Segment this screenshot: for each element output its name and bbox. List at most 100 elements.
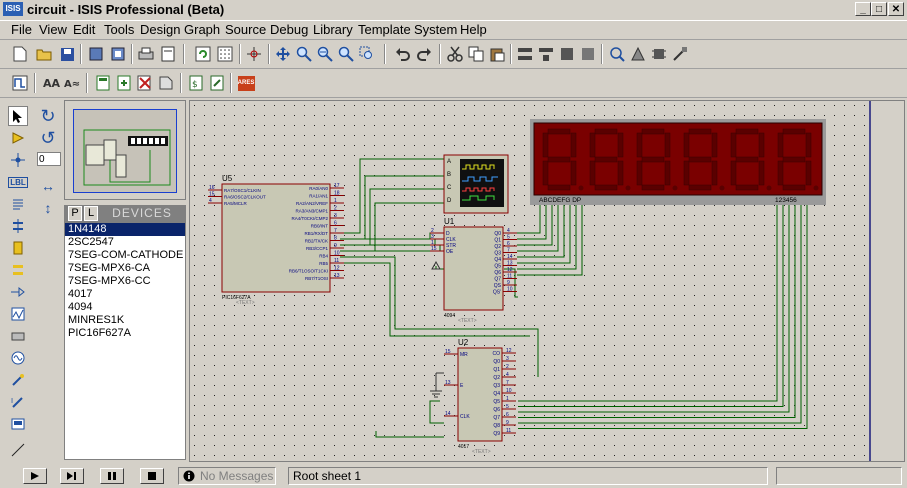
play-icon[interactable] xyxy=(23,468,47,484)
device-list-item[interactable]: 7SEG-COM-CATHODE xyxy=(68,249,184,261)
redo-icon[interactable] xyxy=(414,44,434,64)
block-move-icon[interactable] xyxy=(536,44,556,64)
menu-library[interactable]: Library xyxy=(313,22,353,37)
electrical-rules-icon[interactable]: $ xyxy=(186,73,206,93)
wire-segment[interactable] xyxy=(517,204,571,264)
search-tag-icon[interactable]: AA xyxy=(42,73,62,93)
step-icon[interactable] xyxy=(60,468,84,484)
rotate-clockwise-icon[interactable]: ↻ xyxy=(40,105,56,126)
device-list-item[interactable]: MINRES1K xyxy=(68,314,125,326)
menu-view[interactable]: View xyxy=(39,22,67,37)
terminals-icon[interactable] xyxy=(8,260,28,280)
rotate-anticlockwise-icon[interactable]: ↺ xyxy=(40,127,56,148)
device-list-item[interactable]: 1N4148 xyxy=(65,223,185,236)
message-panel[interactable]: No Messages xyxy=(178,467,276,485)
decompose-icon[interactable] xyxy=(649,44,669,64)
save-icon[interactable] xyxy=(57,44,77,64)
property-assign-icon[interactable]: A≈ xyxy=(63,73,83,93)
device-pins-icon[interactable] xyxy=(8,282,28,302)
remove-sheet-icon[interactable] xyxy=(114,73,134,93)
maximize-button[interactable]: □ xyxy=(871,2,887,16)
minimize-button[interactable]: _ xyxy=(855,2,871,16)
overview-window[interactable] xyxy=(64,100,186,200)
menu-debug[interactable]: Debug xyxy=(270,22,309,37)
bill-of-materials-icon[interactable] xyxy=(156,73,176,93)
wire-segment[interactable] xyxy=(517,204,541,234)
wire-autorouter-icon[interactable] xyxy=(10,73,30,93)
wire-u2-mr[interactable] xyxy=(429,400,444,424)
refresh-icon[interactable] xyxy=(193,44,213,64)
oscilloscope[interactable]: ABCD xyxy=(443,154,509,214)
print-icon[interactable] xyxy=(136,44,156,64)
wire-digit[interactable] xyxy=(518,204,802,424)
wire-scope-a[interactable] xyxy=(340,158,445,234)
new-file-icon[interactable] xyxy=(10,44,30,64)
device-list-item[interactable]: 7SEG-MPX6-CA xyxy=(68,262,150,274)
pause-icon[interactable] xyxy=(100,468,124,484)
wire-segment[interactable] xyxy=(517,204,565,258)
paste-icon[interactable] xyxy=(487,44,507,64)
packaging-icon[interactable] xyxy=(670,44,690,64)
device-list-item[interactable]: PIC16F627A xyxy=(68,327,131,339)
block-rotate-icon[interactable] xyxy=(557,44,577,64)
menu-edit[interactable]: Edit xyxy=(73,22,96,37)
print-area-icon[interactable] xyxy=(158,44,178,64)
exit-sheet-icon[interactable] xyxy=(135,73,155,93)
pick-device-icon[interactable] xyxy=(607,44,627,64)
make-device-icon[interactable] xyxy=(628,44,648,64)
mirror-x-icon[interactable]: ↔ xyxy=(41,178,55,194)
generator-icon[interactable] xyxy=(8,348,28,368)
grid-icon[interactable] xyxy=(215,44,235,64)
zoom-all-icon[interactable] xyxy=(336,44,356,64)
subcircuit-icon[interactable] xyxy=(8,238,28,258)
current-probe-icon[interactable]: I xyxy=(8,392,28,412)
block-delete-icon[interactable] xyxy=(578,44,598,64)
line-icon[interactable] xyxy=(8,440,28,460)
import-icon[interactable] xyxy=(86,44,106,64)
junction-dot-icon[interactable] xyxy=(8,150,28,170)
bus-icon[interactable] xyxy=(8,216,28,236)
menu-design[interactable]: Design xyxy=(140,22,181,37)
virtual-instruments-icon[interactable] xyxy=(8,414,28,434)
component-mode-icon[interactable] xyxy=(8,128,28,148)
netlist-icon[interactable] xyxy=(207,73,227,93)
zoom-out-icon[interactable] xyxy=(315,44,335,64)
library-manager-tab[interactable]: L xyxy=(84,206,98,221)
new-sheet-icon[interactable] xyxy=(93,73,113,93)
pick-devices-tab[interactable]: P xyxy=(68,206,82,221)
pan-icon[interactable] xyxy=(273,44,293,64)
wire-digit[interactable] xyxy=(518,204,790,413)
wire-u2-clk-loop[interactable] xyxy=(375,431,444,438)
menu-template[interactable]: Template xyxy=(358,22,411,37)
menu-file[interactable]: File xyxy=(11,22,32,37)
menu-system[interactable]: System xyxy=(414,22,458,37)
close-button[interactable]: ✕ xyxy=(888,2,904,16)
stop-icon[interactable] xyxy=(140,468,164,484)
device-list-item[interactable]: 4094 xyxy=(68,301,93,313)
copy-icon[interactable] xyxy=(466,44,486,64)
wire-segment[interactable] xyxy=(517,204,577,270)
tape-recorder-icon[interactable] xyxy=(8,326,28,346)
device-list-item[interactable]: 7SEG-MPX6-CC xyxy=(68,275,151,287)
origin-icon[interactable] xyxy=(244,44,264,64)
device-list-item[interactable]: 4017 xyxy=(68,288,93,300)
wire-digit[interactable] xyxy=(518,204,808,429)
wire-segment[interactable] xyxy=(517,204,547,240)
wire-label-icon[interactable]: LBL xyxy=(8,176,28,188)
selection-mode-icon[interactable] xyxy=(8,106,28,126)
wire-digit[interactable] xyxy=(518,204,784,407)
menu-graph[interactable]: Graph xyxy=(184,22,221,37)
rotation-angle-field[interactable]: 0 xyxy=(37,152,61,166)
menu-help[interactable]: Help xyxy=(460,22,487,37)
wire-segment[interactable] xyxy=(517,204,553,246)
wire-digit[interactable] xyxy=(518,204,778,402)
open-file-icon[interactable] xyxy=(34,44,54,64)
zoom-area-icon[interactable] xyxy=(357,44,377,64)
cut-icon[interactable] xyxy=(445,44,465,64)
